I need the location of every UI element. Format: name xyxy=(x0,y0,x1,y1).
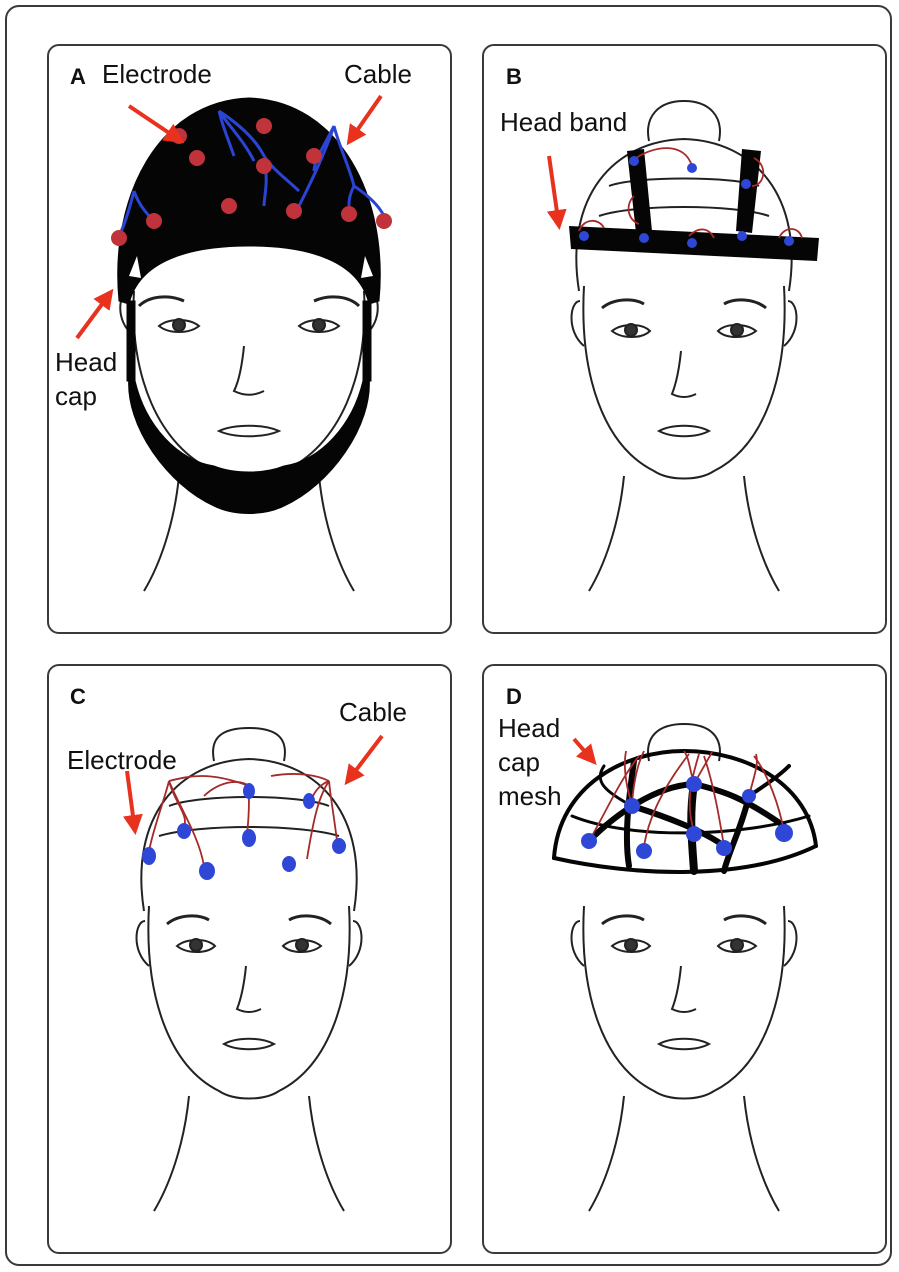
electrode-icon xyxy=(686,826,702,842)
head-cap xyxy=(118,98,381,514)
electrode-icon xyxy=(686,776,702,792)
arrow-icon xyxy=(127,771,135,831)
electrode-icon xyxy=(142,847,156,865)
head-cap-mesh-label-line1: Head xyxy=(498,712,560,744)
electrode-icon xyxy=(742,789,756,803)
electrode-icon xyxy=(189,150,205,166)
figure-frame: A Electrode Cable Head cap xyxy=(5,5,892,1266)
red-cables xyxy=(149,774,337,866)
cable-label: Cable xyxy=(344,58,412,90)
head-cap-mesh-label-line2: cap xyxy=(498,746,540,778)
panel-letter: A xyxy=(70,64,86,90)
arrow-icon xyxy=(349,96,381,142)
electrode-icon xyxy=(716,840,732,856)
electrode-icon xyxy=(775,824,793,842)
electrode-icon xyxy=(286,203,302,219)
electrode-icon xyxy=(784,236,794,246)
arrow-icon xyxy=(549,156,559,226)
electrode-icon xyxy=(111,230,127,246)
electrode-icon xyxy=(282,856,296,872)
electrode-icon xyxy=(629,156,639,166)
panel-b: B Head band xyxy=(482,44,887,634)
electrode-icon xyxy=(639,233,649,243)
arrow-icon xyxy=(347,736,382,782)
electrode-icon xyxy=(687,238,697,248)
electrode-icon xyxy=(242,829,256,847)
head-cap-mesh xyxy=(554,751,816,872)
electrode-icon xyxy=(737,231,747,241)
electrode-icon xyxy=(146,213,162,229)
electrode-icon xyxy=(332,838,346,854)
head-and-face-outline xyxy=(572,724,797,1211)
head-cap-mesh-label-line3: mesh xyxy=(498,780,562,812)
electrode-icon xyxy=(341,206,357,222)
electrode-icon xyxy=(199,862,215,880)
electrode-icon xyxy=(303,793,315,809)
electrode-icon xyxy=(243,783,255,799)
electrode-icon xyxy=(687,163,697,173)
red-cables xyxy=(579,148,802,238)
electrode-icon xyxy=(741,179,751,189)
panel-d: D Head cap mesh xyxy=(482,664,887,1254)
panel-letter: D xyxy=(506,684,522,710)
head-cap-label-line2: cap xyxy=(55,380,97,412)
panel-c: C Electrode Cable xyxy=(47,664,452,1254)
cable-label: Cable xyxy=(339,696,407,728)
arrow-icon xyxy=(574,739,594,762)
electrode-icon xyxy=(624,798,640,814)
electrode-icon xyxy=(636,843,652,859)
arrow-icon xyxy=(129,106,181,141)
electrode-icon xyxy=(256,158,272,174)
panel-letter: C xyxy=(70,684,86,710)
electrode-icon xyxy=(581,833,597,849)
head-band-label: Head band xyxy=(500,106,627,138)
panel-letter: B xyxy=(506,64,522,90)
electrode-icon xyxy=(306,148,322,164)
electrode-icon xyxy=(177,823,191,839)
electrode-icon xyxy=(221,198,237,214)
electrode-icon xyxy=(256,118,272,134)
electrode-label: Electrode xyxy=(102,58,212,90)
panel-a-illustration xyxy=(49,46,449,631)
panel-a: A Electrode Cable Head cap xyxy=(47,44,452,634)
arrow-icon xyxy=(77,292,111,338)
electrode-label: Electrode xyxy=(67,744,177,776)
electrode-icon xyxy=(579,231,589,241)
head-cap-label-line1: Head xyxy=(55,346,117,378)
electrode-icon xyxy=(376,213,392,229)
panel-d-illustration xyxy=(484,666,884,1251)
